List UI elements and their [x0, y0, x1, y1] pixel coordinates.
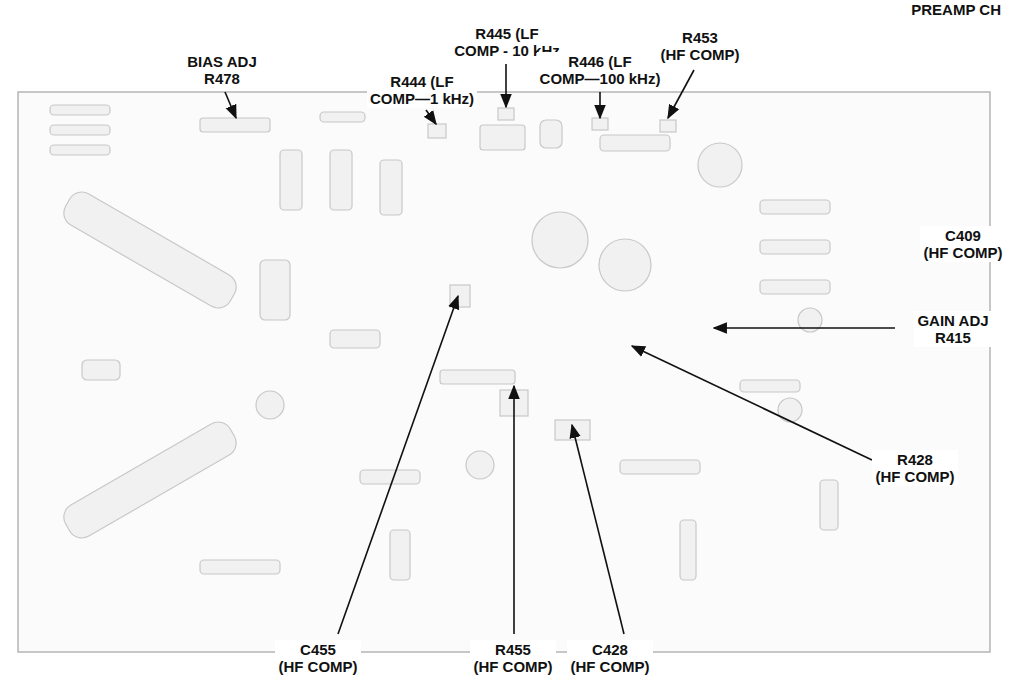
label-line: R445 (LF	[454, 25, 560, 42]
label-line: R453	[660, 29, 739, 46]
label-line: C455	[278, 641, 357, 658]
label-line: R428	[875, 451, 954, 468]
component	[256, 391, 284, 419]
resistor-symbol	[50, 145, 110, 155]
resistor-symbol	[320, 112, 365, 122]
leader-arrow	[668, 70, 694, 118]
resistor-symbol	[360, 470, 420, 484]
leader-arrow	[513, 386, 515, 634]
callout-label: R428 (HF COMP)	[872, 450, 957, 486]
label-line: R415	[917, 329, 988, 346]
leader-arrow	[599, 92, 601, 118]
label-line: (HF COMP)	[473, 658, 552, 675]
label-line: (HF COMP)	[923, 244, 1002, 261]
label-line: C428	[570, 641, 649, 658]
component	[466, 451, 494, 479]
leader-lines	[225, 64, 895, 634]
board-outline	[18, 92, 990, 652]
resistor-symbol	[680, 520, 696, 580]
trimmer-symbol	[480, 125, 525, 150]
leader-arrow	[505, 64, 507, 107]
resistor-symbol	[760, 200, 830, 214]
label-line: (HF COMP)	[570, 658, 649, 675]
callout-label: C455 (HF COMP)	[275, 640, 360, 676]
board	[18, 92, 990, 652]
callout-label: R455 (HF COMP)	[470, 640, 555, 676]
leader-arrow	[714, 327, 895, 329]
callout-label: BIAS ADJ R478	[184, 52, 259, 88]
callout-label: R453 (HF COMP)	[657, 28, 742, 64]
leader-arrow	[225, 92, 236, 118]
callout-label: R444 (LF COMP—1 kHz)	[367, 72, 477, 108]
label-line: (HF COMP)	[278, 658, 357, 675]
label-line: BIAS ADJ	[187, 53, 256, 70]
components	[50, 105, 838, 580]
label-line: (HF COMP)	[875, 468, 954, 485]
transistor-symbol	[698, 143, 742, 187]
component	[540, 120, 562, 148]
resistor-symbol	[740, 380, 800, 392]
resistor-symbol	[760, 280, 830, 294]
resistor-symbol	[620, 460, 700, 474]
resistor-symbol	[330, 330, 380, 348]
component	[82, 360, 120, 380]
trimmer-symbol	[428, 124, 446, 138]
label-line: COMP—1 kHz)	[370, 90, 474, 107]
capacitor-symbol	[59, 417, 242, 543]
label-line: R444 (LF	[370, 73, 474, 90]
transistor-symbol	[599, 239, 651, 291]
label-line: C409	[923, 227, 1002, 244]
resistor-symbol	[820, 480, 838, 530]
label-line: GAIN ADJ	[917, 312, 988, 329]
trimmer-symbol	[592, 118, 608, 130]
leader-arrow	[338, 296, 458, 634]
label-line: COMP—100 kHz)	[540, 70, 661, 87]
callout-label: PREAMP CH	[908, 0, 1004, 19]
label-line: PREAMP CH	[911, 1, 1001, 18]
callout-label: GAIN ADJ R415	[914, 311, 991, 347]
label-line: (HF COMP)	[660, 46, 739, 63]
resistor-symbol	[330, 150, 352, 210]
label-line: R478	[187, 70, 256, 87]
label-line: R446 (LF	[540, 53, 661, 70]
callout-label: R446 (LF COMP—100 kHz)	[537, 52, 664, 88]
label-line: R455	[473, 641, 552, 658]
resistor-symbol	[380, 160, 402, 215]
resistor-symbol	[760, 240, 830, 254]
leader-arrow	[572, 425, 624, 634]
resistor-symbol	[50, 105, 110, 115]
capacitor-symbol	[59, 187, 242, 313]
resistor-symbol	[280, 150, 302, 210]
resistor-symbol	[50, 125, 110, 135]
resistor-symbol	[200, 560, 280, 574]
component	[260, 260, 290, 320]
transistor-symbol	[532, 212, 588, 268]
leader-arrow	[632, 346, 872, 460]
resistor-symbol	[600, 135, 670, 151]
resistor-symbol	[440, 370, 515, 384]
leader-arrow	[426, 110, 436, 124]
callout-label: C428 (HF COMP)	[567, 640, 652, 676]
component	[778, 398, 802, 422]
trimmer-symbol	[498, 108, 514, 120]
callout-label: C409 (HF COMP)	[920, 226, 1005, 262]
trimmer-symbol	[660, 120, 676, 132]
resistor-symbol	[390, 530, 410, 580]
resistor-symbol	[200, 118, 270, 132]
capacitor-symbol	[450, 285, 470, 307]
